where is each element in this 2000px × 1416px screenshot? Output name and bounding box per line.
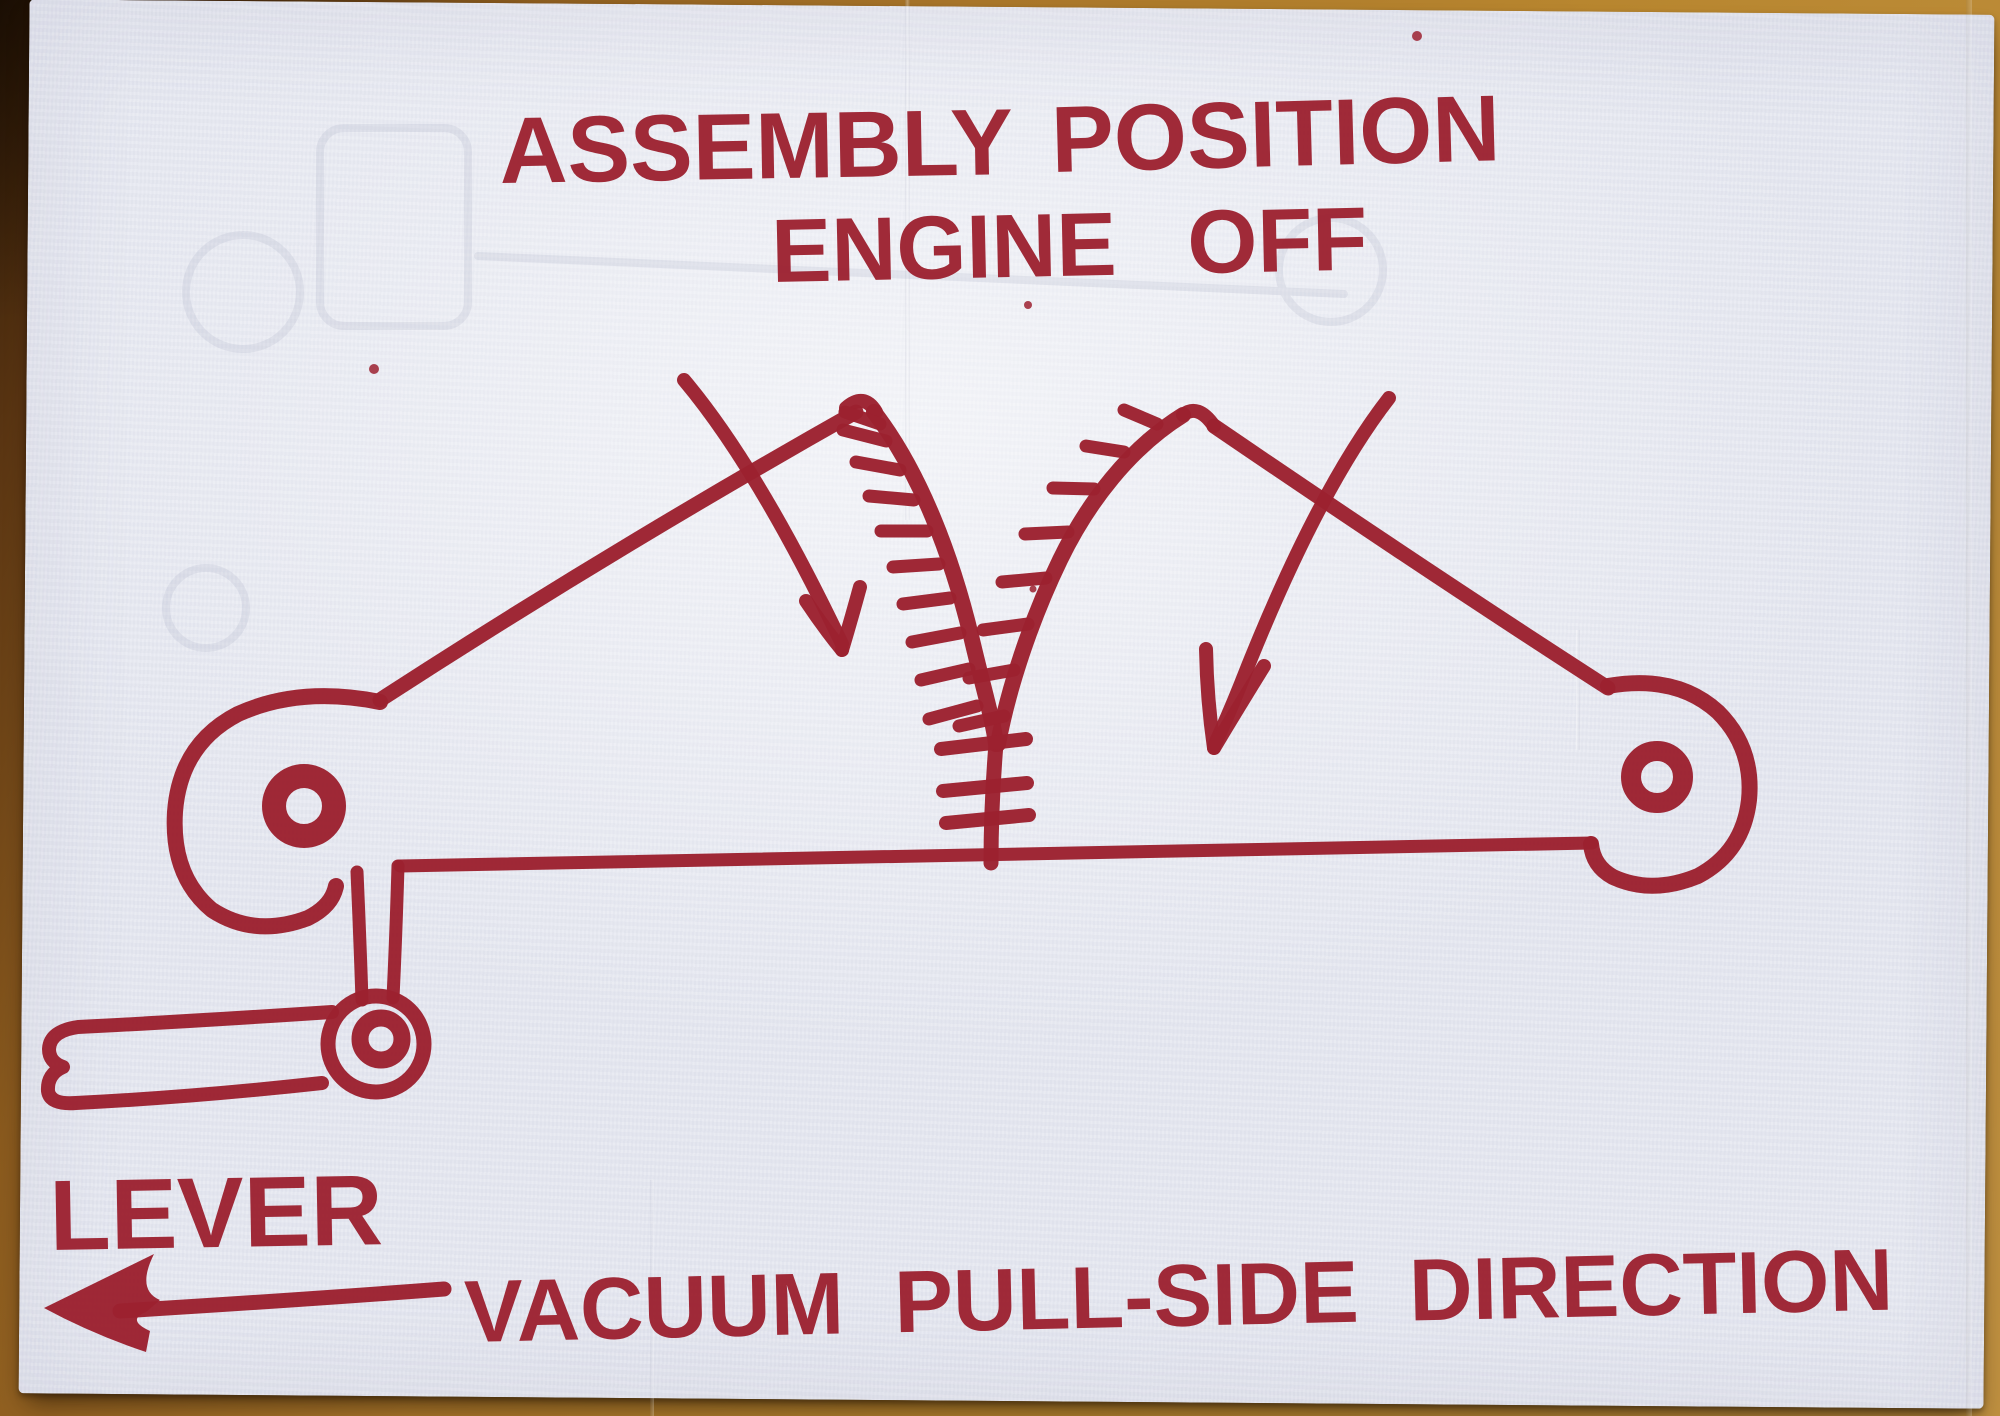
left-cam-face	[866, 404, 1004, 752]
ghost-impressions	[162, 124, 1387, 652]
under-sheet-edge	[1966, 0, 1972, 1416]
cam-spine	[983, 736, 1004, 871]
right-cam-face	[990, 407, 1191, 752]
hatch-ticks-left	[836, 405, 984, 726]
lever-label: LEVER	[48, 1154, 383, 1272]
lever-pivot-outer	[320, 988, 432, 1100]
right-arm-edge	[1206, 418, 1616, 696]
title-word-position: POSITION	[1050, 75, 1502, 192]
right-rotation-arrow-icon	[1199, 391, 1396, 755]
right-pivot-hole	[1621, 741, 1693, 813]
spine-cross-ticks	[934, 732, 1036, 830]
right-pivot-lobe	[1583, 675, 1758, 894]
left-pivot-lobe	[166, 688, 388, 935]
ink-specks	[369, 31, 1422, 593]
hatch-ticks-right	[952, 403, 1164, 733]
lever-link-left	[350, 865, 369, 1007]
lever-bar	[40, 1005, 339, 1111]
left-arm-edge	[372, 404, 864, 708]
title-word-assembly: ASSEMBLY	[499, 89, 1014, 203]
handwritten-text: ASSEMBLY POSITION ENGINE OFF LEVER VACUU…	[48, 75, 1894, 1361]
left-pivot-hole	[262, 764, 346, 848]
cam-mechanism	[40, 394, 1758, 1111]
title-line2: ENGINE OFF	[770, 190, 1368, 302]
lever-pivot-hole	[351, 1009, 411, 1069]
direction-label: VACUUM PULL-SIDE DIRECTION	[463, 1230, 1894, 1361]
left-rotation-arrow-icon	[677, 373, 867, 657]
horizontal-link-bar	[393, 836, 1599, 873]
pull-direction-arrow-icon	[44, 1254, 452, 1352]
lever-link-right	[386, 859, 405, 1005]
